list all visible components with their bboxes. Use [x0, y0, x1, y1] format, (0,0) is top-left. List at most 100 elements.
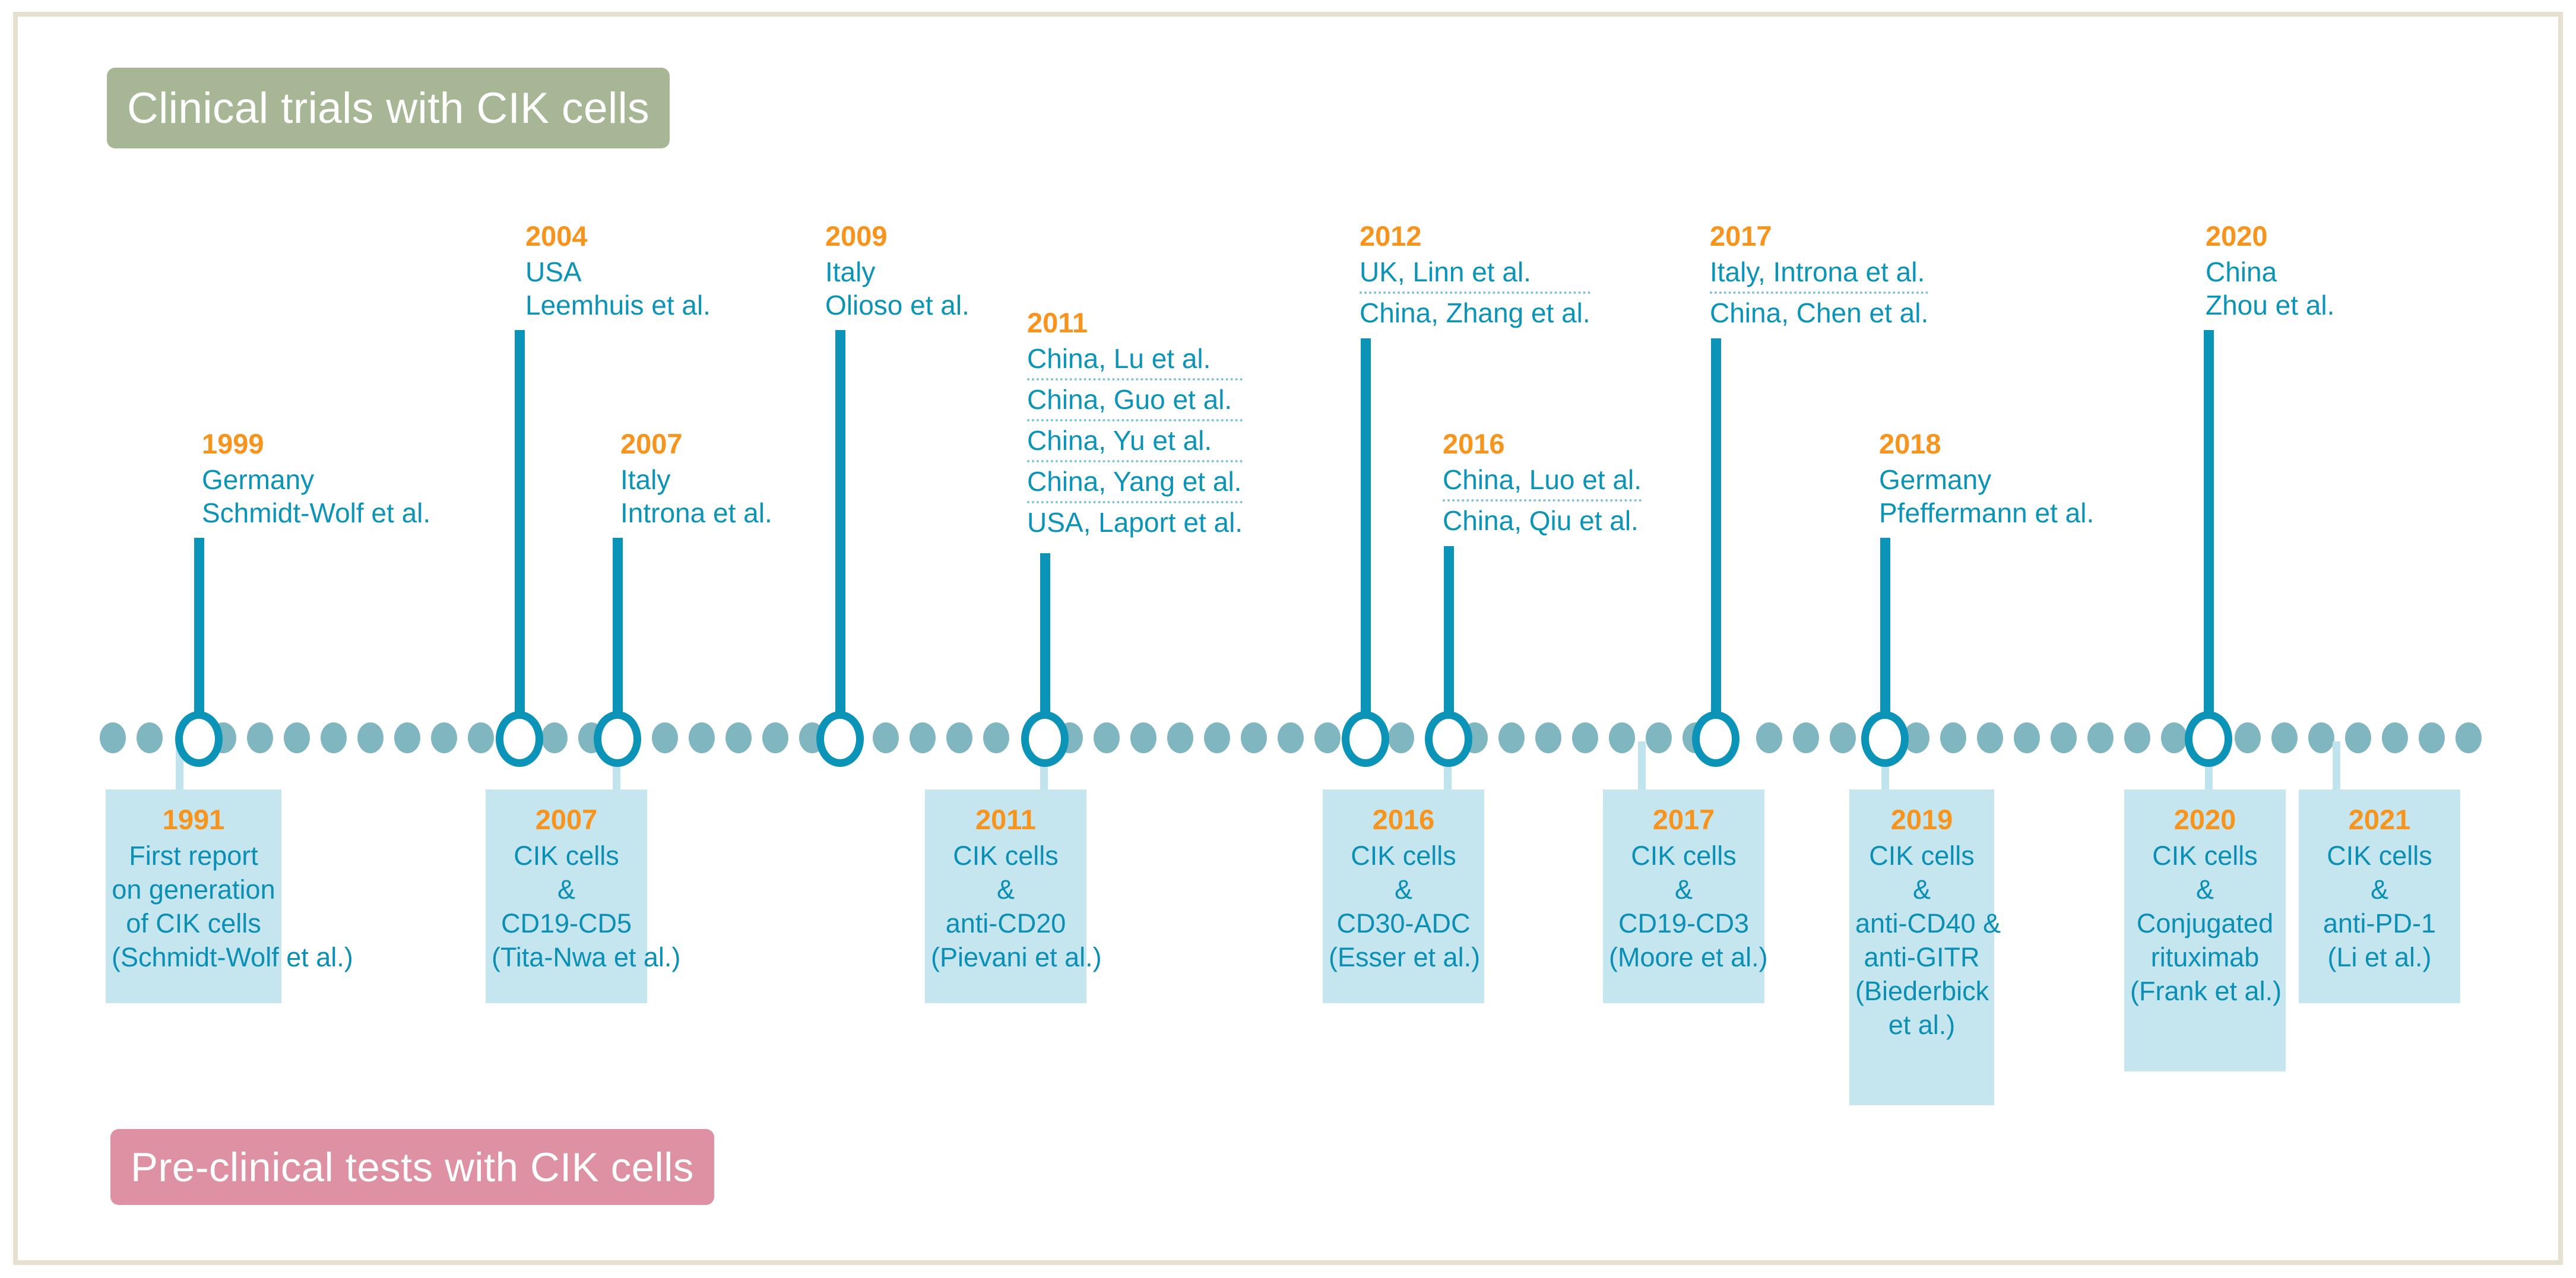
timeline-dot — [357, 722, 384, 753]
timeline-dot — [1646, 722, 1672, 753]
timeline-dot — [2161, 722, 2187, 753]
preclinical-box-year: 2011 — [975, 804, 1036, 835]
preclinical-box-line: CIK cells — [1351, 841, 1456, 871]
preclinical-box-line: & — [2370, 874, 2388, 905]
timeline-dot — [1498, 722, 1525, 753]
preclinical-box-line: & — [1912, 874, 1931, 905]
clinical-event-year: 2009 — [825, 220, 888, 252]
timeline-dot — [247, 722, 273, 753]
clinical-event-line: China, Yu et al. — [1027, 425, 1212, 456]
figure-border — [13, 12, 2563, 1265]
timeline-dot — [1241, 722, 1267, 753]
timeline-dot — [2014, 722, 2040, 753]
timeline-node-2009[interactable] — [816, 711, 864, 767]
timeline-dot — [2419, 722, 2445, 753]
preclinical-box-line: Conjugated — [2136, 908, 2274, 938]
timeline-dot — [2051, 722, 2077, 753]
timeline-dot — [1940, 722, 1966, 753]
timeline-dot — [394, 722, 420, 753]
timeline-dot — [910, 722, 936, 753]
timeline-node-2018[interactable] — [1861, 711, 1909, 767]
clinical-stem — [1880, 538, 1890, 716]
timeline-node-2007c[interactable] — [594, 711, 641, 767]
entry-separator — [1027, 419, 1243, 421]
preclinical-box-line: CIK cells — [2327, 841, 2432, 871]
timeline-node-2011c[interactable] — [1021, 711, 1069, 767]
preclinical-box-line: CIK cells — [1869, 841, 1975, 871]
timeline-dot — [1204, 722, 1230, 753]
preclinical-box-line: rituximab — [2150, 942, 2260, 972]
preclinical-stem — [2333, 741, 2340, 793]
timeline-node-2017c[interactable] — [1692, 711, 1739, 767]
legend-preclinical-tests: Pre-clinical tests with CIK cells — [110, 1129, 714, 1205]
timeline-dot — [725, 722, 752, 753]
preclinical-box-year: 2016 — [1372, 804, 1435, 835]
timeline-dot — [1793, 722, 1819, 753]
preclinical-box-line: on generation — [112, 874, 275, 905]
clinical-event-line: China, Chen et al. — [1710, 297, 1929, 328]
clinical-stem — [1444, 546, 1454, 716]
clinical-event-year: 2018 — [1879, 428, 1941, 459]
timeline-dot — [100, 722, 126, 753]
timeline-dot — [1609, 722, 1635, 753]
entry-separator — [1027, 460, 1243, 462]
timeline-dot — [983, 722, 1009, 753]
clinical-stem — [835, 330, 845, 716]
timeline-dot — [137, 722, 163, 753]
preclinical-stem — [1638, 741, 1646, 793]
legend-clinical-trials: Clinical trials with CIK cells — [107, 68, 670, 148]
clinical-stem — [613, 538, 623, 716]
clinical-event-year: 2017 — [1710, 220, 1772, 252]
timeline-node-2016c[interactable] — [1425, 711, 1472, 767]
preclinical-box-line: of CIK cells — [126, 908, 261, 938]
timeline-node-2012[interactable] — [1342, 711, 1389, 767]
entry-separator — [1027, 378, 1243, 380]
preclinical-box-line: (Esser et al.) — [1329, 942, 1481, 972]
timeline-dot — [2087, 722, 2114, 753]
clinical-event-year: 2020 — [2206, 220, 2268, 252]
preclinical-box-line: (Frank et al.) — [2130, 976, 2282, 1006]
timeline-node-1999[interactable] — [175, 711, 223, 767]
clinical-event-year: 2007 — [620, 428, 683, 459]
clinical-event-line: China — [2206, 256, 2277, 287]
timeline-dot — [762, 722, 788, 753]
clinical-event-year: 2004 — [525, 220, 588, 252]
clinical-event-year: 2012 — [1360, 220, 1422, 252]
timeline-dot — [2235, 722, 2261, 753]
clinical-stem — [515, 330, 525, 716]
timeline-node-2020c[interactable] — [2185, 711, 2232, 767]
entry-separator — [1443, 499, 1642, 502]
preclinical-box-line: CD30-ADC — [1336, 908, 1471, 938]
preclinical-box-line: First report — [129, 841, 258, 871]
clinical-event-year: 2011 — [1027, 307, 1088, 338]
timeline-dot — [873, 722, 899, 753]
preclinical-box-line: anti-CD40 & — [1855, 908, 2001, 938]
timeline-dot — [541, 722, 568, 753]
clinical-event-line: Italy — [620, 464, 671, 495]
preclinical-box-line: CD19-CD5 — [500, 908, 632, 938]
timeline-dot — [689, 722, 715, 753]
clinical-event-line: China, Qiu et al. — [1443, 505, 1639, 536]
clinical-stem — [1040, 553, 1050, 716]
clinical-event-year: 2016 — [1443, 428, 1505, 459]
timeline-dot — [1535, 722, 1561, 753]
clinical-event-line: Italy, Introna et al. — [1710, 256, 1925, 287]
clinical-event-line: China, Guo et al. — [1027, 384, 1232, 415]
clinical-stem — [194, 538, 204, 716]
preclinical-box-line: (Moore et al.) — [1609, 942, 1768, 972]
preclinical-box-year: 1991 — [162, 804, 225, 835]
timeline-node-2004[interactable] — [496, 711, 543, 767]
